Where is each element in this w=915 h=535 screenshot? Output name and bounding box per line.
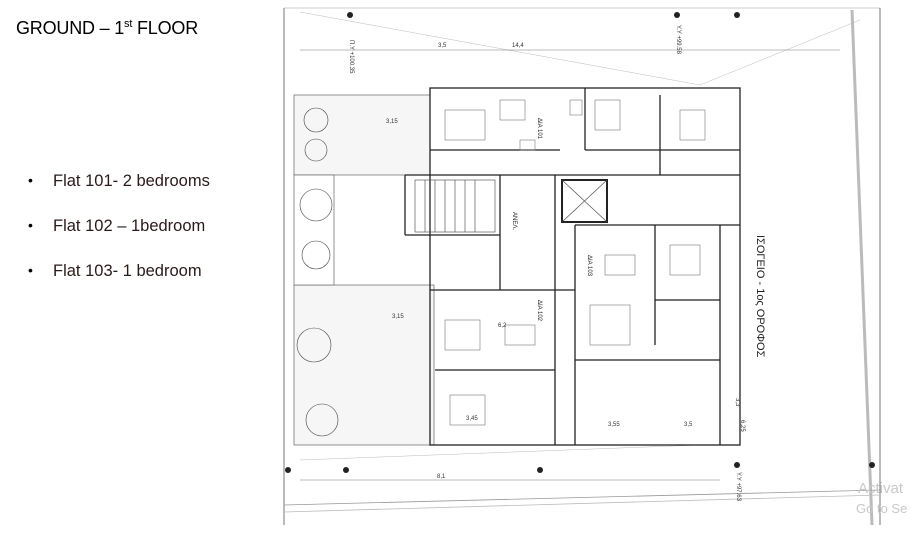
flat-list: • Flat 101- 2 bedrooms • Flat 102 – 1bedro… (28, 172, 210, 307)
flat-label-102: ΔΙΑ 102 (536, 300, 542, 322)
title-superscript: st (124, 18, 133, 30)
slide-title: GROUND – 1st FLOOR (16, 18, 198, 39)
dimension-label: 3,5 (684, 422, 693, 428)
activation-watermark: Activat (858, 480, 904, 497)
dimension-label: 3,15 (386, 119, 398, 125)
bullet-icon: • (28, 262, 33, 278)
flat-label-101: ΔΙΑ 101 (536, 118, 542, 140)
furniture (444, 99, 706, 426)
title-text: GROUND – 1 (16, 18, 125, 38)
dimension-label: 14,4 (512, 43, 524, 49)
dimension-label: 8,1 (437, 474, 446, 480)
plot-boundary (283, 7, 881, 526)
building-walls (404, 87, 741, 446)
dimension-label: 3,5 (438, 43, 447, 49)
bullet-icon: • (28, 217, 33, 233)
tree-icons (296, 107, 339, 437)
activation-watermark-sub: Go to Se (856, 501, 908, 516)
bullet-icon: • (28, 172, 33, 188)
dimension-label: 6,25 (739, 420, 745, 432)
dimension-label: 3,45 (466, 416, 478, 422)
terraces (293, 94, 435, 446)
dimension-label: 3,3 (734, 398, 740, 407)
dimension-label: 3,55 (608, 422, 620, 428)
title-text-end: FLOOR (132, 18, 198, 38)
bullet-text: Flat 102 – 1bedroom (53, 217, 206, 235)
list-item: • Flat 101- 2 bedrooms (28, 172, 210, 217)
level-label: Υ.Υ +97.63 (735, 472, 741, 502)
floor-label: ΙΣΟΓΕΙΟ - 1ος ΟΡΟΦΟΣ (754, 235, 766, 358)
list-item: • Flat 102 – 1bedroom (28, 217, 210, 262)
list-item: • Flat 103- 1 bedroom (28, 262, 210, 307)
level-markers (285, 12, 875, 473)
dimension-label: 3,15 (392, 314, 404, 320)
level-label: Π.Υ +100.35 (348, 40, 354, 74)
level-label: Υ.Υ +99.58 (675, 25, 681, 55)
lift-label: ΑΝΕΛ. (511, 212, 517, 230)
bullet-text: Flat 101- 2 bedrooms (53, 172, 210, 190)
flat-label-103: ΔΙΑ 103 (586, 255, 592, 277)
bullet-text: Flat 103- 1 bedroom (53, 262, 202, 280)
dimension-label: 6,2 (498, 323, 507, 329)
dimension-lines (300, 49, 840, 481)
stair-and-lift (414, 179, 608, 233)
